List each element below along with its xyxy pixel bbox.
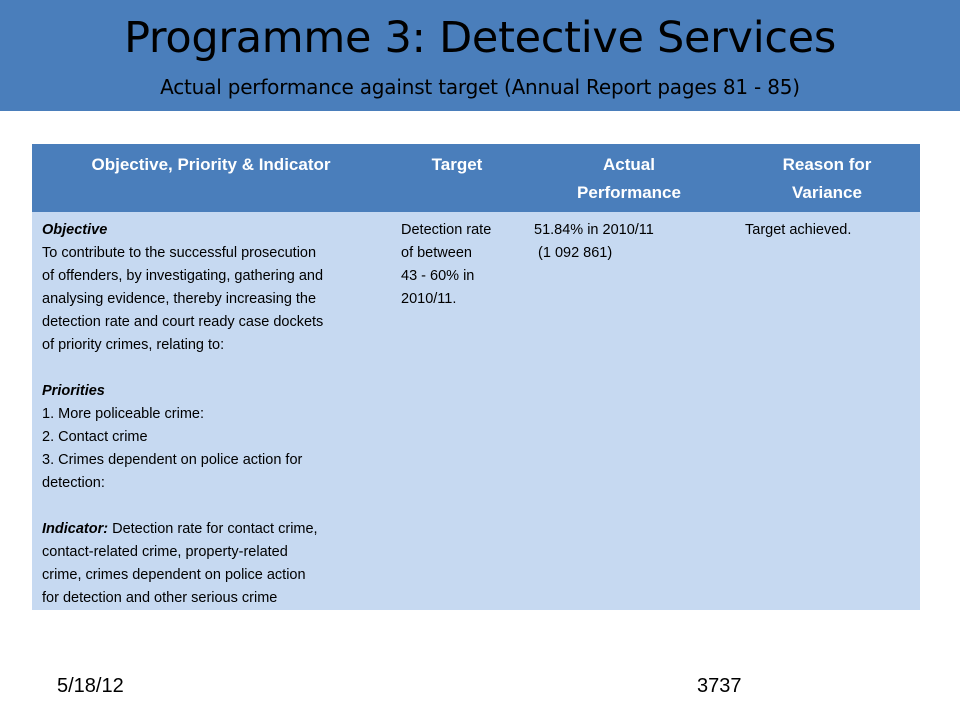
footer-page-number: 3737 (697, 675, 742, 697)
cell-target: Detection rate of between 43 - 60% in 20… (401, 219, 526, 311)
cell-objective-priority-indicator: Objective To contribute to the successfu… (42, 219, 387, 610)
actual-line: 51.84% in 2010/11 (534, 222, 654, 238)
cell-reason-for-variance: Target achieved. (745, 219, 915, 242)
performance-table: Objective, Priority & Indicator Target A… (32, 144, 920, 610)
priority-line: 1. More policeable crime: (42, 406, 204, 422)
header-actual-line1: Actual (603, 155, 655, 174)
slide-subtitle: Actual performance against target (Annua… (160, 75, 800, 99)
target-line: of between (401, 245, 472, 261)
objective-line: of offenders, by investigating, gatherin… (42, 268, 324, 284)
target-line: 43 - 60% in (401, 268, 475, 284)
table-header-row: Objective, Priority & Indicator Target A… (32, 144, 920, 212)
indicator-line: crime, crimes dependent on police action (42, 567, 306, 583)
header-reason-line2: Variance (792, 183, 862, 202)
objective-line: detection rate and court ready case dock… (42, 314, 324, 330)
indicator-text: Detection rate for contact crime, (108, 521, 318, 537)
title-band (0, 0, 960, 111)
header-reason-line1: Reason for (782, 155, 872, 174)
header-reason-for-variance: Reason for Variance (734, 151, 920, 207)
indicator-first-line: Indicator: Detection rate for contact cr… (42, 518, 387, 541)
target-line: 2010/11. (401, 291, 457, 307)
cell-actual-performance: 51.84% in 2010/11 (1 092 861) (534, 219, 724, 265)
objective-line: analysing evidence, thereby increasing t… (42, 291, 317, 307)
reason-text: Target achieved. (745, 222, 852, 238)
objective-label: Objective (42, 222, 108, 238)
actual-line: (1 092 861) (534, 245, 613, 261)
footer-date: 5/18/12 (57, 675, 124, 697)
header-objective: Objective, Priority & Indicator (91, 155, 331, 174)
slide-title: Programme 3: Detective Services (124, 13, 836, 63)
target-line: Detection rate (401, 222, 492, 238)
spacer (42, 495, 387, 518)
objective-line: of priority crimes, relating to: (42, 337, 225, 353)
indicator-line: contact-related crime, property-related (42, 544, 288, 560)
header-actual-performance: Actual Performance (524, 151, 734, 207)
indicator-line: for detection and other serious crime (42, 590, 278, 606)
priority-line: detection: (42, 475, 105, 491)
priority-line: 2. Contact crime (42, 429, 148, 445)
objective-line: To contribute to the successful prosecut… (42, 245, 317, 261)
header-actual-line2: Performance (577, 183, 681, 202)
priorities-label: Priorities (42, 383, 105, 399)
indicator-label: Indicator: (42, 521, 109, 537)
header-target: Target (431, 155, 483, 174)
priority-line: 3. Crimes dependent on police action for (42, 452, 303, 468)
spacer (42, 357, 387, 380)
